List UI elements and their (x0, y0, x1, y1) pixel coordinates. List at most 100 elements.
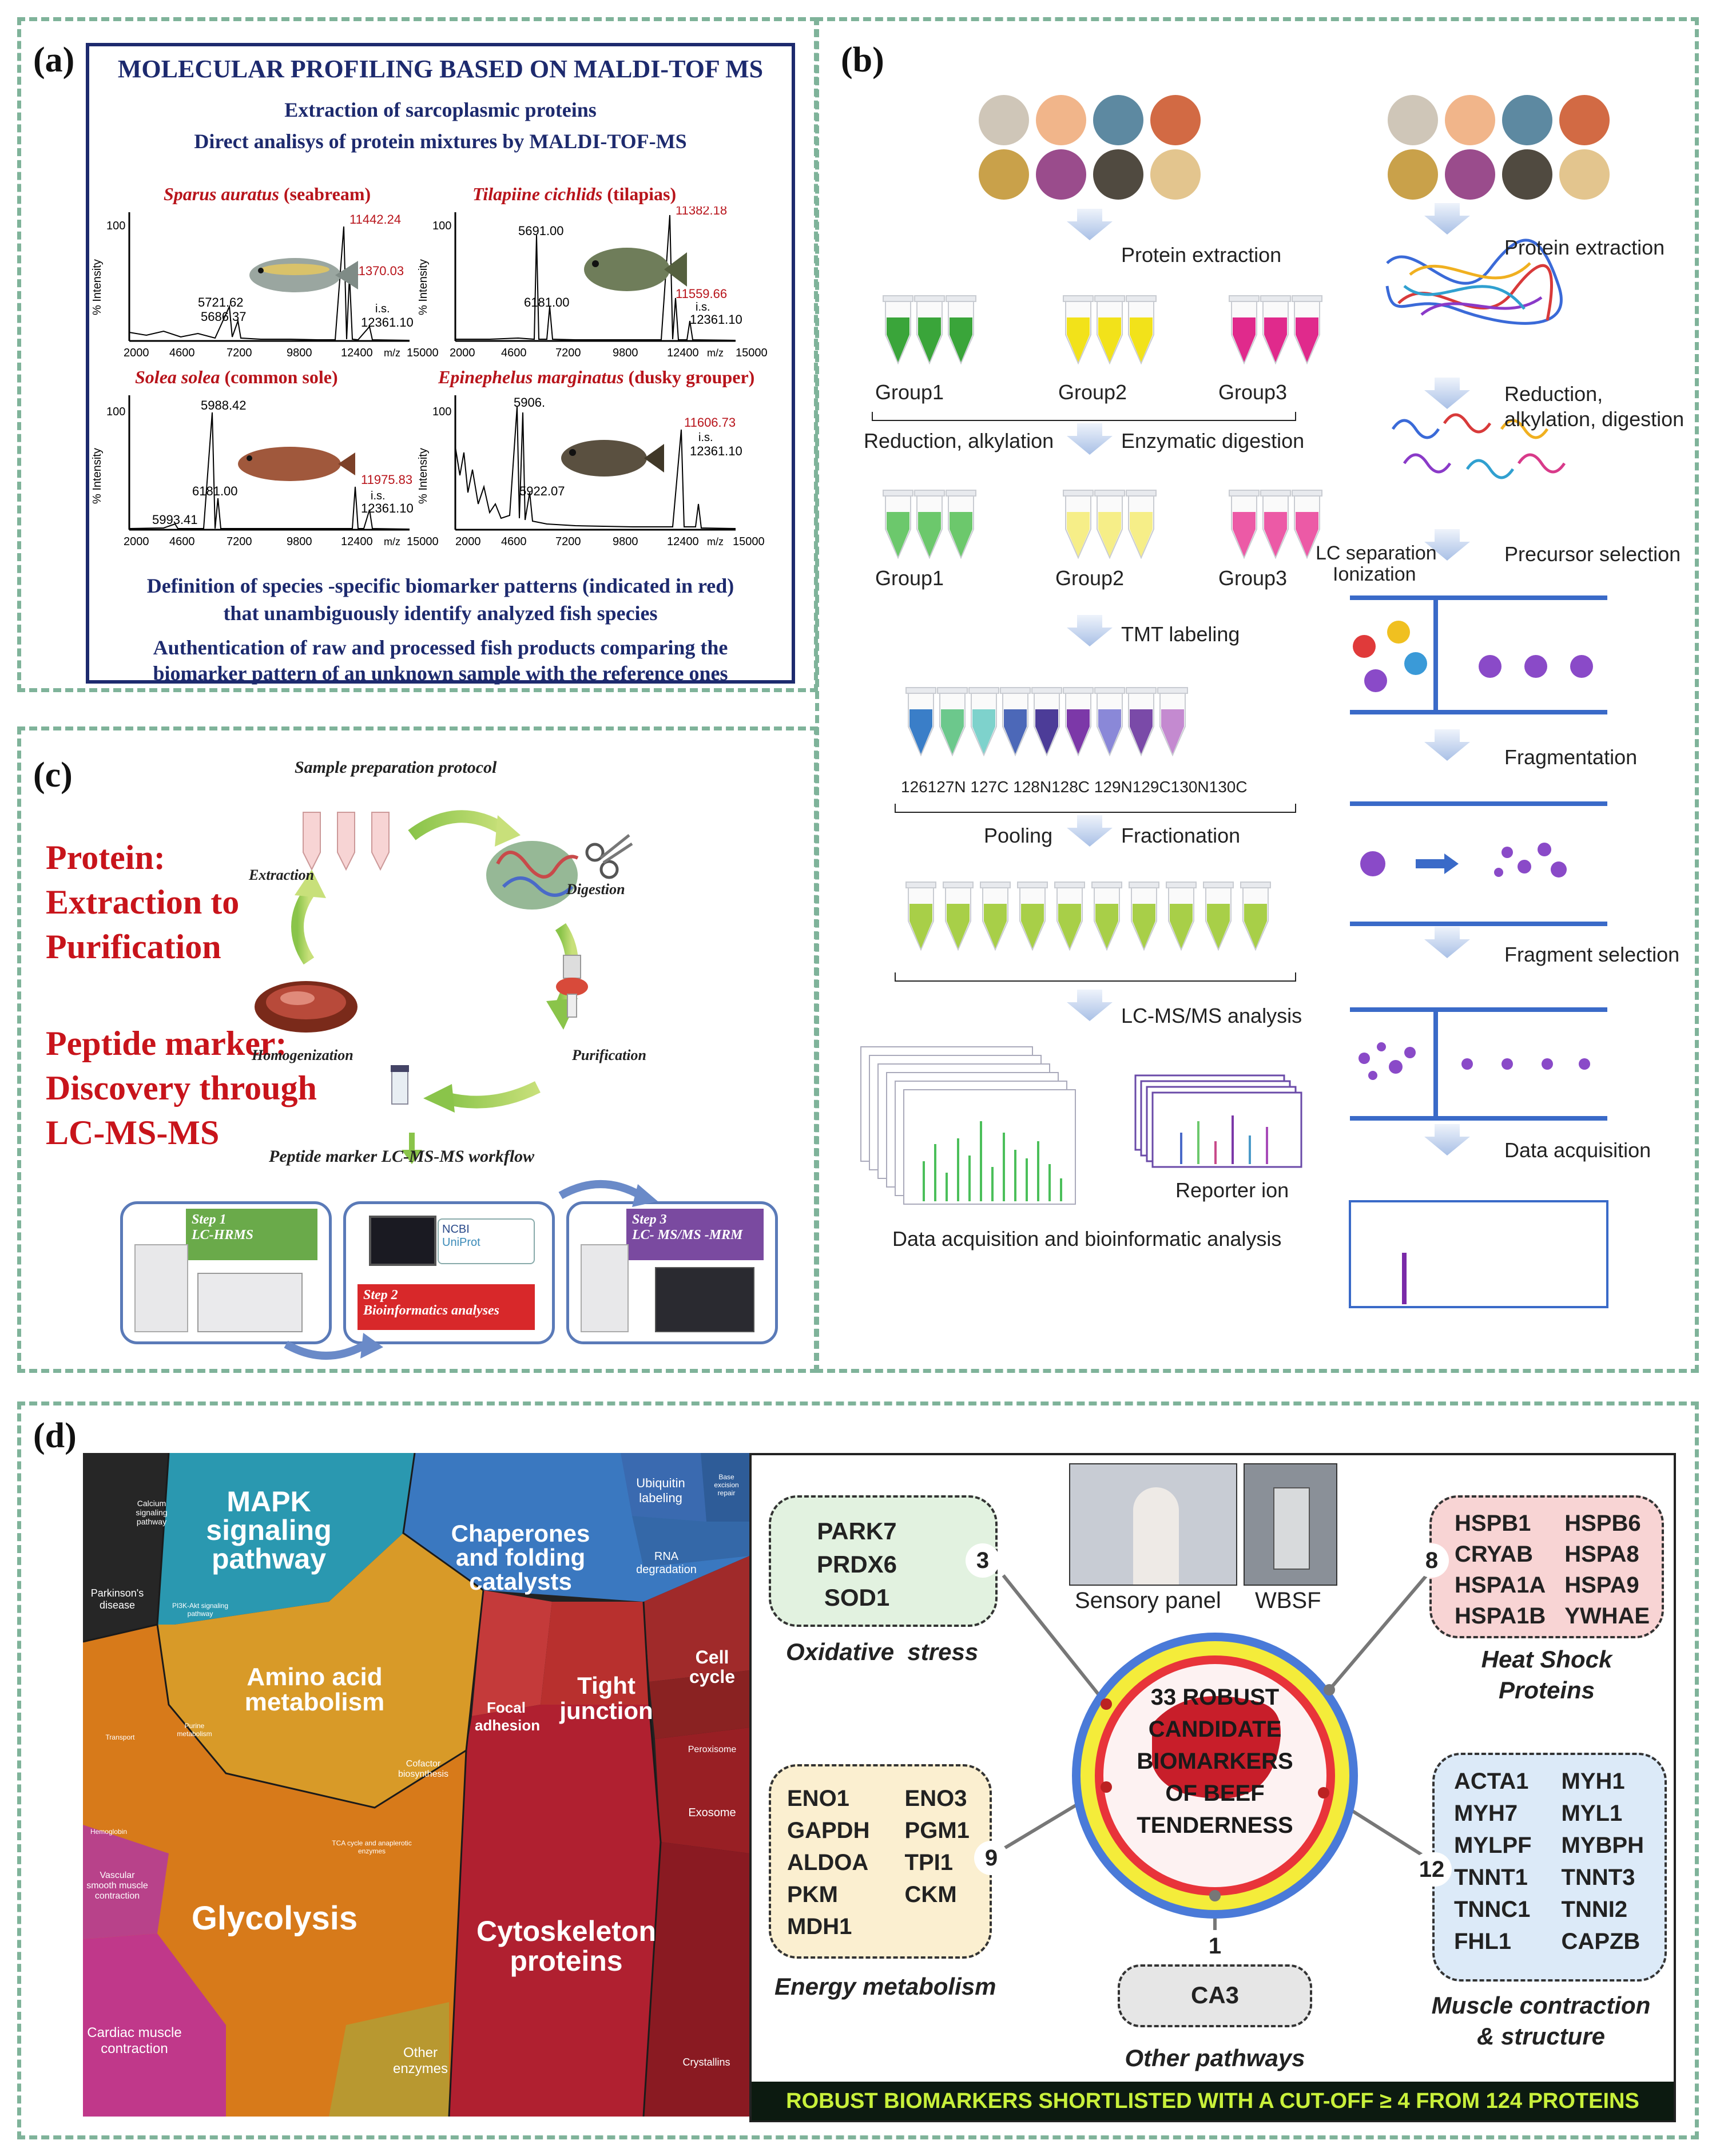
tmt-channels: 126127N 127C 128N128C 129N129C130N130C (901, 778, 1248, 796)
bracket-fraction (895, 972, 1296, 982)
svg-text:2000: 2000 (450, 347, 475, 359)
svg-text:12400: 12400 (341, 535, 373, 548)
spectrum-seabream: 100 % Intensity 11442.24 11370.03 5721.6… (91, 212, 439, 359)
biomarker-connectors (991, 1574, 1433, 1930)
ms-stage-1 (1350, 595, 1607, 714)
svg-text:7200: 7200 (555, 347, 581, 359)
svg-text:4600: 4600 (501, 347, 527, 359)
precursor-selection: Precursor selection (1504, 542, 1681, 566)
fish-grouper-icon (561, 440, 664, 477)
fish-seabream-icon (249, 258, 358, 292)
panel-a-auth2: biomarker pattern of an unknown sample w… (153, 662, 728, 685)
spectrum-sole: 100 % Intensity 5988.42 6181.00 11975.83… (91, 395, 439, 548)
tm-black-left (83, 1453, 169, 1642)
svg-text:4600: 4600 (169, 347, 195, 359)
protocol-cycle (255, 810, 633, 1164)
tm-label-tight: Tight junction (559, 1672, 653, 1724)
panel-a-title: MOLECULAR PROFILING BASED ON MALDI-TOF M… (117, 55, 764, 83)
svg-text:11559.66: 11559.66 (676, 287, 727, 301)
muscle-title: Muscle contraction& structure (1431, 1992, 1651, 2050)
lc-hrms-instrument-icon (134, 1244, 188, 1332)
lcms-label: LC-MS/MS analysis (1121, 1004, 1302, 1027)
protein-extraction-label: Protein extraction (1121, 243, 1282, 267)
other-box: CA3 (1118, 1964, 1312, 2027)
group3-label-2: Group3 (1218, 566, 1288, 590)
svg-text:5721.62: 5721.62 (198, 295, 244, 309)
svg-text:15000: 15000 (736, 347, 768, 359)
svg-text:100: 100 (106, 406, 125, 418)
svg-text:6181.00: 6181.00 (524, 295, 570, 309)
bracket-row1 (872, 412, 1296, 421)
svg-text:11975.83: 11975.83 (361, 473, 412, 487)
tm-label-peroxisome: Peroxisome (688, 1745, 737, 1754)
workflow-title: Peptide marker LC-MS-MS workflow (269, 1147, 535, 1166)
svg-text:i.s.: i.s. (696, 301, 710, 313)
ms-stage-2 (1350, 801, 1607, 926)
svg-text:5691.00: 5691.00 (518, 224, 564, 238)
spectrum-tilapia: 100 % Intensity 11382.18 5691.00 6181.00… (417, 207, 768, 359)
svg-text:6181.00: 6181.00 (192, 484, 238, 498)
tm-label-pi3k: PI3K-Akt signaling pathway (172, 1602, 229, 1618)
tm-ubiquitin (621, 1453, 706, 1522)
tm-mapk (157, 1453, 415, 1625)
svg-text:% Intensity: % Intensity (91, 259, 104, 315)
group2-label: Group2 (1058, 380, 1127, 404)
tubes-row2 (883, 490, 1322, 558)
right-reduction: Reduction, (1504, 382, 1603, 406)
tm-label-crystallins: Crystallins (682, 2056, 730, 2068)
energy-title: Energy metabolism (774, 1973, 996, 2000)
extraction-tubes-icon (303, 812, 390, 871)
tm-amino (157, 1533, 483, 1808)
fractionation-label: Fractionation (1121, 824, 1241, 847)
maldi-spectra: 100 % Intensity 11442.24 11370.03 5721.6… (91, 207, 768, 548)
svg-text:12400: 12400 (341, 347, 373, 359)
tm-crystallins (644, 1842, 749, 2117)
svg-text:5686.37: 5686.37 (201, 309, 247, 324)
tm-label-exosome: Exosome (688, 1806, 736, 1819)
panel-b-label: (b) (841, 41, 884, 80)
svg-text:7200: 7200 (227, 347, 252, 359)
svg-text:% Intensity: % Intensity (91, 448, 104, 504)
lc-hrms-ms-icon (197, 1273, 303, 1332)
data-analysis-label: Data acquisition and bioinformatic analy… (892, 1227, 1282, 1250)
bracket-tmt (895, 804, 1296, 813)
svg-text:% Intensity: % Intensity (417, 448, 430, 504)
svg-text:11606.73: 11606.73 (684, 415, 736, 430)
scissors-icon (585, 834, 633, 879)
svg-text:9800: 9800 (613, 347, 638, 359)
tm-peroxisome (649, 1670, 749, 1739)
banner: ROBUST BIOMARKERS SHORTLISTED WITH A CUT… (752, 2082, 1674, 2121)
reporter-label: Reporter ion (1175, 1178, 1289, 1202)
svg-text:12361.10: 12361.10 (690, 444, 742, 458)
person-icon (1133, 1487, 1179, 1585)
digestion-label: Digestion (566, 881, 625, 898)
tm-label-amino: Amino acid metabolism (244, 1663, 385, 1716)
tm-label-other-enz: Other enzymes (392, 2045, 448, 2076)
svg-text:5906.: 5906. (514, 395, 545, 410)
svg-text:m/z: m/z (384, 536, 400, 547)
sensory-label: Sensory panel (1075, 1588, 1221, 1613)
tm-label-transport: Transport (105, 1733, 135, 1741)
lc-msms-instrument-icon (581, 1244, 629, 1332)
purification-label: Purification (572, 1047, 647, 1063)
heat-count: 8 (1415, 1543, 1449, 1578)
svg-text:9800: 9800 (287, 347, 312, 359)
tm-vascular (83, 1825, 169, 1939)
ms-data-box (1349, 1200, 1608, 1308)
panel-c-label: (c) (33, 756, 73, 795)
protein-structure-icon (486, 841, 579, 910)
tm-label-vascular: Vascular smooth muscle contraction (86, 1871, 148, 1901)
group1-label-2: Group1 (875, 566, 944, 590)
group2-label-2: Group2 (1055, 566, 1125, 590)
